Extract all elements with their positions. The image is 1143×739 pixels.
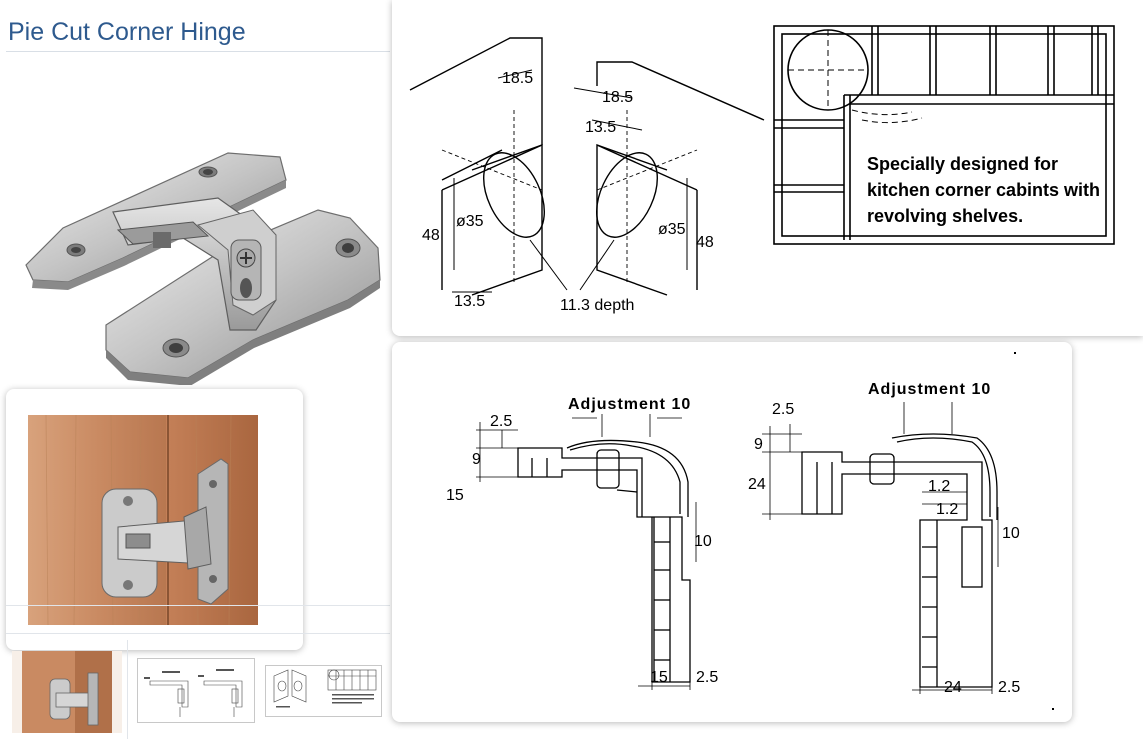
note-line-1: Specially designed for [867,154,1058,174]
left-dim-15-side: 15 [446,487,464,504]
dim-diameter-35-left: ø35 [456,213,484,230]
note-line-3: revolving shelves. [867,206,1023,226]
left-adjustment-label: Adjustment 10 [568,396,691,413]
dim-48-right: 48 [696,234,714,251]
thumbnail-3-image [273,669,377,708]
thumb-divider-top [6,605,390,606]
right-dim-10: 10 [1002,525,1020,542]
thumbnail-1-image [12,651,122,733]
adjustment-diagram: Adjustment 10 2.5 9 15 10 15 2.5 [446,352,1054,710]
thumbnail-2-image [144,669,243,717]
note-line-2: kitchen corner cabints with [867,180,1100,200]
right-dim-2-5-top: 2.5 [772,401,794,418]
right-dim-1-2-a: 1.2 [928,478,950,495]
left-dim-9: 9 [472,451,481,468]
title-divider [6,51,390,52]
left-dim-15-bottom: 15 [650,669,668,686]
hinge-illustration [25,152,381,386]
dim-18-5-right: 18.5 [602,89,633,106]
page-title: Pie Cut Corner Hinge [8,18,246,46]
thumbnail-3[interactable] [265,665,382,717]
right-dim-24-bottom: 24 [944,679,962,696]
hinge-on-cabinet-image[interactable] [6,389,303,650]
dim-13-5-bottom: 13.5 [454,293,485,310]
dim-13-5-top: 13.5 [585,119,616,136]
thumb-divider-bottom [6,633,390,634]
right-dim-9: 9 [754,436,763,453]
dim-18-5-left: 18.5 [502,70,533,87]
thumbnail-2[interactable] [137,658,255,723]
right-dim-1-2-b: 1.2 [936,501,958,518]
depth-label: 11.3 depth [560,297,634,314]
right-dim-2-5-bottom: 2.5 [998,679,1020,696]
adjustment-diagram-card[interactable]: Adjustment 10 2.5 9 15 10 15 2.5 [392,342,1072,722]
dim-48-left: 48 [422,227,440,244]
cabinet-hinge-illustration [28,414,258,626]
left-dim-2-5-top: 2.5 [490,413,512,430]
right-dim-24-side: 24 [748,476,766,493]
main-product-image[interactable] [18,140,390,386]
right-adjustment-label: Adjustment 10 [868,381,991,398]
dim-diameter-35-right: ø35 [658,221,686,238]
thumbnail-1[interactable] [12,651,122,733]
drilling-diagram-card[interactable]: 18.5 18.5 13.5 ø35 ø35 48 48 13.5 11.3 d… [392,0,1143,336]
thumb-separator [127,640,128,739]
left-dim-10: 10 [694,533,712,550]
left-dim-2-5-bottom: 2.5 [696,669,718,686]
drilling-diagram: 18.5 18.5 13.5 ø35 ø35 48 48 13.5 11.3 d… [409,25,1115,314]
